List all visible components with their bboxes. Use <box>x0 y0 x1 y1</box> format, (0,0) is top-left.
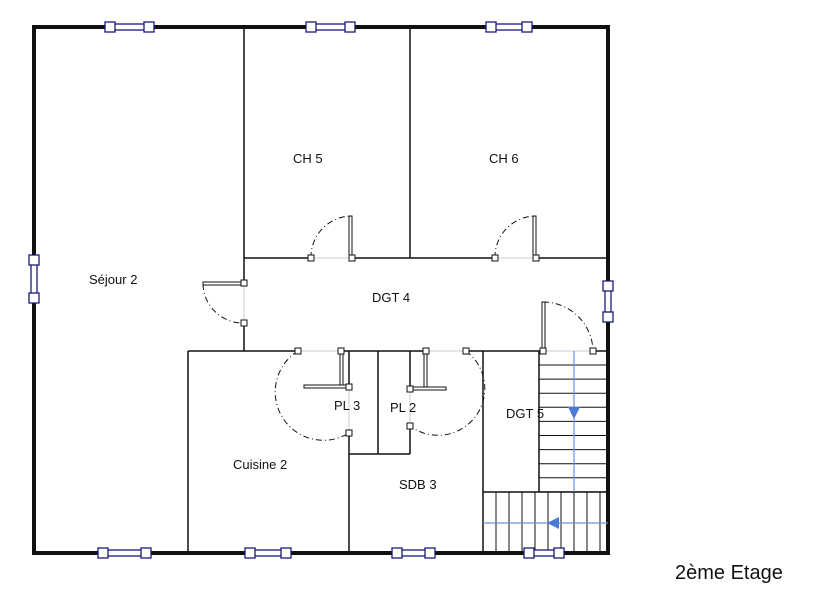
window <box>391 547 436 559</box>
door-jamb-markers <box>240 254 597 437</box>
door-leaf-pl2-b <box>409 386 447 391</box>
windows <box>28 21 614 559</box>
window <box>97 547 152 559</box>
room-label-pl3: PL 3 <box>334 398 360 413</box>
room-label-sejour: Séjour 2 <box>89 272 137 287</box>
room-label-dgt4: DGT 4 <box>372 290 410 305</box>
stair-left-arrow-icon <box>547 517 559 529</box>
room-label-sdb3: SDB 3 <box>399 477 437 492</box>
door-leaf-ch5 <box>348 215 353 259</box>
door-leaf-pl2-a <box>423 350 428 390</box>
window <box>305 21 356 33</box>
room-label-ch6: CH 6 <box>489 151 519 166</box>
window <box>28 254 40 304</box>
staircase <box>483 351 608 553</box>
room-label-pl2: PL 2 <box>390 400 416 415</box>
stair-down-arrow-icon <box>568 407 580 419</box>
window <box>602 280 614 323</box>
door-leaf-dgt5 <box>541 301 546 352</box>
window <box>523 547 565 559</box>
door-openings <box>243 257 593 433</box>
window <box>104 21 155 33</box>
floor-title: 2ème Etage <box>675 562 783 584</box>
room-label-dgt5: DGT 5 <box>506 406 544 421</box>
room-label-cuisine: Cuisine 2 <box>233 457 287 472</box>
door-leaf-pl3-a <box>339 350 344 388</box>
window <box>244 547 292 559</box>
door-leaf-ch6 <box>532 215 537 259</box>
room-label-ch5: CH 5 <box>293 151 323 166</box>
door-leaf-sejour <box>202 281 245 286</box>
exterior-walls <box>32 25 610 555</box>
window <box>485 21 533 33</box>
interior-walls <box>187 27 608 553</box>
door-leaf-pl3-b <box>303 384 350 389</box>
